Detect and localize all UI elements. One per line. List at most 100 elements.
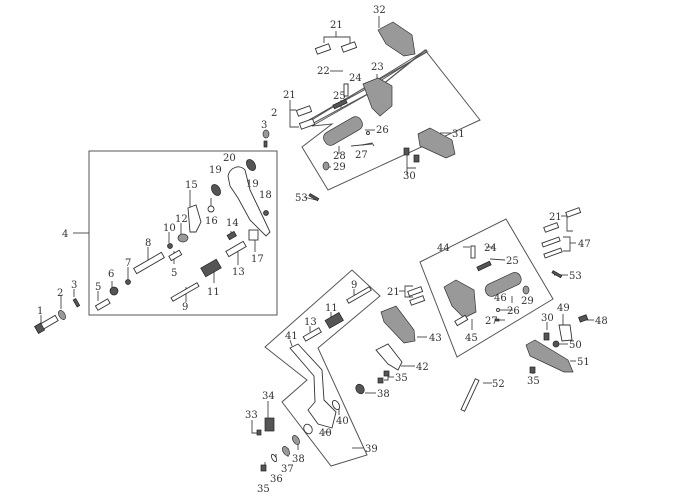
part-46-footpeg bbox=[484, 272, 522, 297]
label-part-30-b: 30 bbox=[541, 313, 554, 324]
part-23-bracket bbox=[362, 77, 393, 117]
part-15-arm bbox=[187, 204, 202, 233]
label-part-13: 13 bbox=[232, 267, 245, 278]
label-part-35-mid: 35 bbox=[395, 373, 408, 384]
label-part-48: 48 bbox=[595, 316, 608, 327]
part-17-clamp bbox=[248, 229, 259, 241]
parts bbox=[34, 21, 589, 472]
label-part-25: 25 bbox=[333, 91, 346, 102]
label-part-20: 20 bbox=[223, 153, 236, 164]
label-part-19: 19 bbox=[209, 165, 222, 176]
part-11-spring-b bbox=[324, 312, 344, 329]
label-part-49: 49 bbox=[557, 303, 570, 314]
label-part-15: 15 bbox=[185, 180, 198, 191]
part-29-washer-b bbox=[522, 285, 530, 295]
label-part-14: 14 bbox=[226, 218, 239, 229]
label-part-17: 17 bbox=[251, 254, 264, 265]
label-part-35-right: 35 bbox=[527, 376, 540, 387]
label-part-21-top: 21 bbox=[330, 20, 343, 31]
label-part-29-b: 29 bbox=[521, 296, 534, 307]
part-32-footpeg-cover bbox=[377, 21, 416, 57]
label-part-37: 37 bbox=[281, 464, 294, 475]
callout-labels: 1 2 3 4 5 6 7 8 5 9 10 11 12 13 14 15 16… bbox=[37, 5, 608, 495]
label-part-32: 32 bbox=[373, 5, 386, 16]
label-part-50: 50 bbox=[569, 340, 582, 351]
assembly-box-39 bbox=[264, 269, 381, 467]
label-part-30: 30 bbox=[403, 171, 416, 182]
part-19-bearing-a bbox=[211, 184, 221, 196]
part-41-brake-pedal bbox=[289, 343, 337, 429]
part-25-spring bbox=[332, 98, 348, 110]
label-part-24-b: 24 bbox=[484, 243, 497, 254]
part-24-pin-b bbox=[470, 245, 476, 259]
part-21-bolt-e bbox=[565, 207, 582, 218]
label-part-10: 10 bbox=[163, 223, 176, 234]
part-30-bolt-c bbox=[543, 332, 550, 341]
label-part-2-b: 2 bbox=[271, 108, 277, 119]
label-part-40-b: 40 bbox=[319, 428, 332, 439]
label-part-6: 6 bbox=[108, 269, 114, 280]
part-5-pin bbox=[94, 298, 111, 311]
label-part-34: 34 bbox=[262, 391, 275, 402]
label-part-27-b: 27 bbox=[485, 316, 498, 327]
part-21-bolt-g bbox=[407, 286, 424, 297]
part-27-clip bbox=[361, 142, 375, 147]
part-1-bolt bbox=[34, 314, 59, 334]
part-45-bracket bbox=[443, 279, 477, 319]
label-part-25-b: 25 bbox=[506, 256, 519, 267]
label-part-38: 38 bbox=[377, 389, 390, 400]
label-part-1: 1 bbox=[37, 306, 43, 317]
part-27-clip-b bbox=[494, 318, 500, 322]
part-42-bracket bbox=[375, 343, 403, 371]
part-31-footpeg bbox=[417, 127, 456, 159]
part-34-spring bbox=[264, 417, 275, 432]
label-part-9-b: 9 bbox=[351, 280, 357, 291]
part-52-rod bbox=[460, 378, 480, 412]
label-part-53-b: 53 bbox=[569, 271, 582, 282]
part-2-washer bbox=[58, 310, 66, 320]
label-part-19-b: 19 bbox=[246, 179, 259, 190]
part-53-pin-b bbox=[551, 270, 563, 279]
part-9-bolt bbox=[170, 282, 200, 302]
label-part-8: 8 bbox=[145, 238, 151, 249]
label-part-26: 26 bbox=[376, 125, 389, 136]
label-part-3: 3 bbox=[71, 280, 77, 291]
part-38-washer-b bbox=[292, 435, 300, 445]
part-35-bolt-a bbox=[383, 370, 390, 377]
part-21-bolt-h bbox=[409, 295, 426, 306]
label-part-31: 31 bbox=[452, 129, 465, 140]
label-part-46: 46 bbox=[494, 293, 507, 304]
part-13-tube bbox=[225, 240, 247, 258]
part-53-pin-a bbox=[308, 193, 320, 202]
part-30-bolt-b bbox=[413, 154, 420, 163]
label-part-41: 41 bbox=[285, 331, 298, 342]
label-part-26-b: 26 bbox=[507, 306, 520, 317]
label-part-5: 5 bbox=[95, 282, 101, 293]
label-part-39: 39 bbox=[365, 444, 378, 455]
label-part-53: 53 bbox=[295, 193, 308, 204]
label-part-52: 52 bbox=[492, 379, 505, 390]
part-14-bolt bbox=[226, 230, 237, 241]
part-24-pin bbox=[343, 83, 349, 97]
label-part-12: 12 bbox=[175, 214, 188, 225]
part-36-washer bbox=[270, 453, 278, 463]
label-part-42: 42 bbox=[416, 362, 429, 373]
part-16-bushing bbox=[207, 205, 215, 213]
label-part-21-right-top: 21 bbox=[549, 212, 562, 223]
label-part-28: 28 bbox=[333, 151, 346, 162]
label-part-44: 44 bbox=[437, 243, 450, 254]
label-part-45: 45 bbox=[465, 333, 478, 344]
label-part-47: 47 bbox=[578, 239, 591, 250]
label-part-27: 27 bbox=[355, 150, 368, 161]
label-part-3-b: 3 bbox=[261, 120, 267, 131]
label-part-9: 9 bbox=[182, 302, 188, 313]
part-47-bolt-a bbox=[541, 236, 561, 248]
label-part-21-mid: 21 bbox=[387, 287, 400, 298]
part-21-bolt-c bbox=[295, 105, 313, 117]
part-3-pin-b bbox=[263, 140, 268, 148]
part-19-bearing-b bbox=[246, 159, 256, 171]
label-part-22: 22 bbox=[317, 66, 330, 77]
part-13-tube-b bbox=[302, 327, 322, 342]
part-38-washer bbox=[355, 383, 365, 395]
